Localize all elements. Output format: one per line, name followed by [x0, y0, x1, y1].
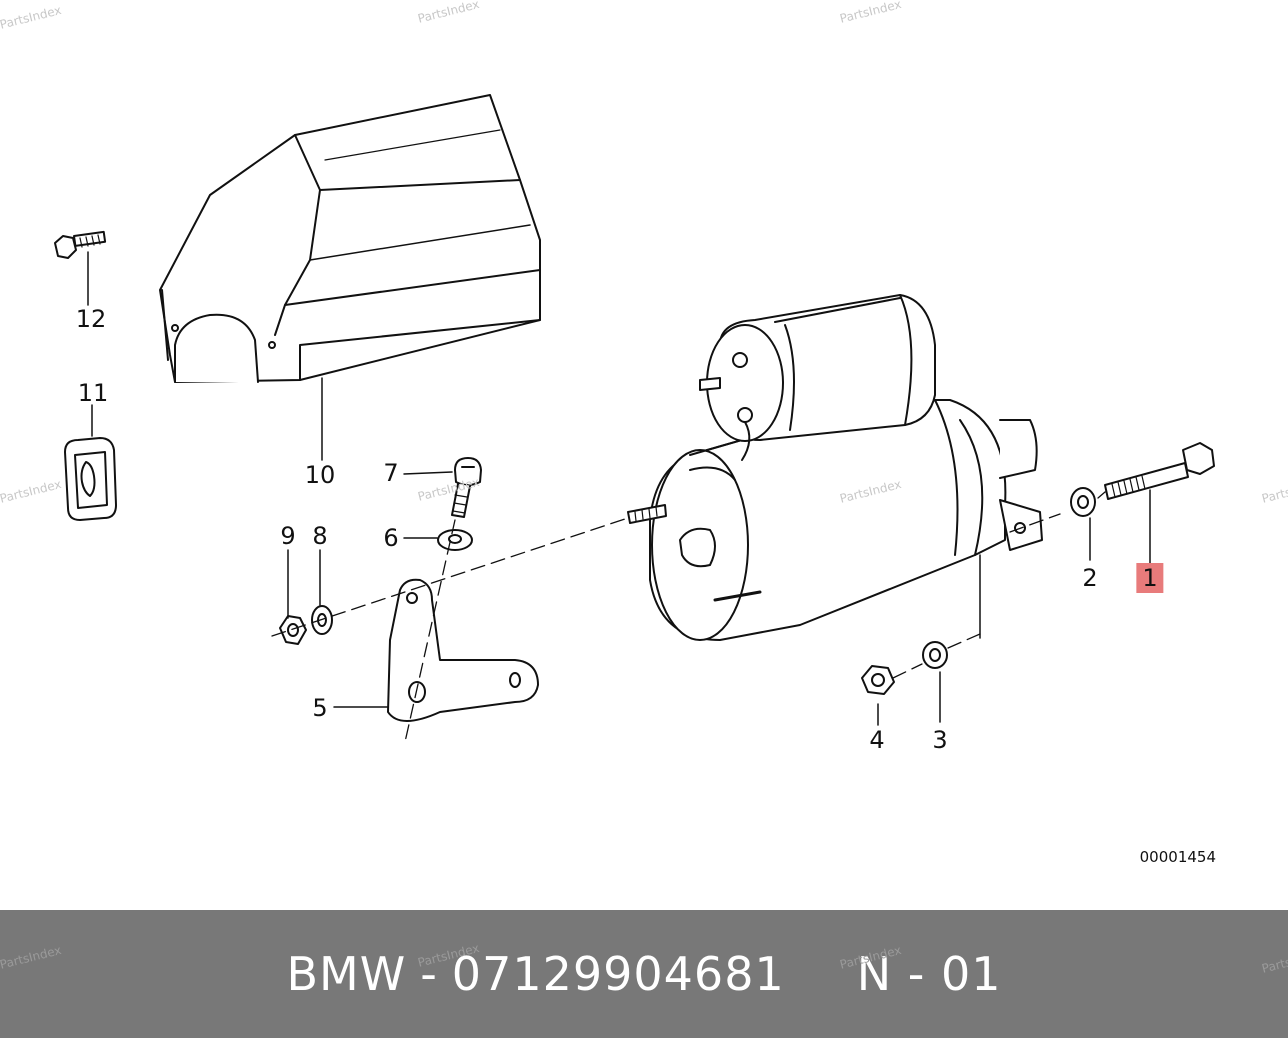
callout-3[interactable]: 3	[932, 726, 948, 754]
drawing-number: 00001454	[1139, 848, 1216, 866]
callout-4[interactable]: 4	[869, 726, 885, 754]
footer-position-code: N - 01	[856, 947, 1002, 1001]
assembly-lines	[271, 491, 1106, 743]
callout-8[interactable]: 8	[312, 522, 328, 550]
callout-6[interactable]: 6	[383, 524, 399, 552]
washer-2	[1070, 487, 1096, 561]
callout-1[interactable]: 1	[1136, 563, 1164, 593]
grommet-11	[64, 437, 117, 521]
callout-7[interactable]: 7	[383, 459, 399, 487]
callout-10[interactable]: 10	[304, 461, 336, 489]
bolt-1	[1104, 442, 1215, 566]
starter-motor	[627, 294, 1043, 641]
callout-9[interactable]: 9	[280, 522, 296, 550]
callout-2[interactable]: 2	[1082, 564, 1098, 592]
screw-7	[451, 457, 482, 518]
footer-bar: BMW - 07129904681 N - 01 PartsIndex Part…	[0, 910, 1288, 1038]
footer-separator: -	[420, 947, 438, 1001]
footer-brand: BMW	[286, 947, 407, 1001]
callout-5[interactable]: 5	[312, 694, 328, 722]
callout-11[interactable]: 11	[77, 379, 109, 407]
leader-lines	[87, 251, 981, 708]
bracket-5	[387, 578, 539, 722]
exploded-view-drawing	[54, 94, 1215, 743]
callout-12[interactable]: 12	[75, 305, 107, 333]
nut-9	[279, 615, 307, 645]
bolt-12	[54, 230, 107, 259]
nut-4	[861, 665, 895, 726]
lock-washer-3	[922, 641, 948, 723]
parts-diagram: 1 2 3 4 5 6 7 8 9 10 11 12 00001454 Part…	[0, 0, 1288, 866]
footer-caption: BMW - 07129904681 N - 01	[0, 910, 1288, 1038]
footer-part-number: 07129904681	[451, 947, 785, 1001]
heat-shield-cover	[159, 94, 541, 383]
washer-6	[437, 529, 473, 551]
